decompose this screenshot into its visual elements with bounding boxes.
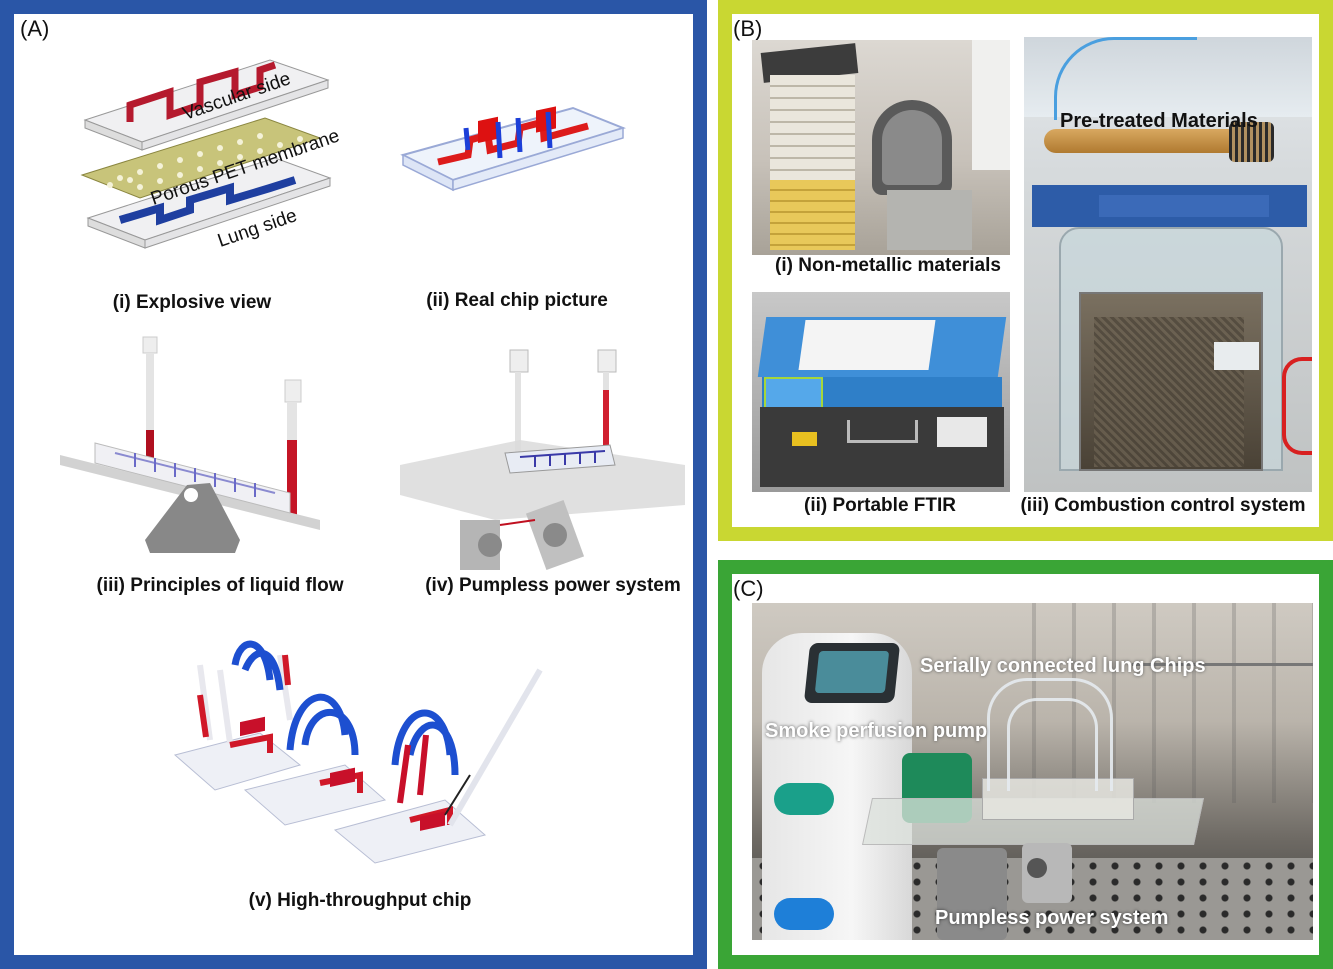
liquid-flow-illustration (60, 336, 320, 553)
pumpless-power-system-label: Pumpless power system (935, 907, 1169, 929)
pre-treated-materials-label: Pre-treated Materials (1060, 110, 1258, 132)
caption-pumpless-power-system: (iv) Pumpless power system (425, 575, 681, 596)
caption-liquid-flow: (iii) Principles of liquid flow (96, 575, 344, 596)
smoke-perfusion-pump-label: Smoke perfusion pump (765, 720, 988, 742)
non-metallic-materials-photo (752, 40, 1010, 255)
pumpless-power-illustration (400, 349, 685, 571)
explosive-view-illustration (80, 59, 332, 249)
real-chip-illustration (400, 106, 627, 192)
caption-explosive-view: (i) Explosive view (112, 292, 272, 313)
lung-chip-setup-photo (752, 603, 1313, 940)
caption-non-metallic-materials: (i) Non-metallic materials (775, 255, 1001, 276)
portable-ftir-photo (752, 292, 1010, 492)
serially-connected-lung-chips-label: Serially connected lung Chips (920, 655, 1206, 677)
caption-portable-ftir: (ii) Portable FTIR (804, 495, 956, 516)
caption-combustion-control-system: (iii) Combustion control system (1020, 495, 1306, 516)
high-throughput-chip-illustration (173, 640, 543, 864)
panel-b-label: (B) (733, 16, 763, 41)
panel-a-label: (A) (20, 16, 50, 41)
combustion-control-system-photo (1024, 37, 1312, 492)
caption-real-chip-picture: (ii) Real chip picture (426, 290, 608, 311)
caption-high-throughput-chip: (v) High-throughput chip (248, 890, 472, 911)
panel-c-label: (C) (733, 576, 764, 601)
